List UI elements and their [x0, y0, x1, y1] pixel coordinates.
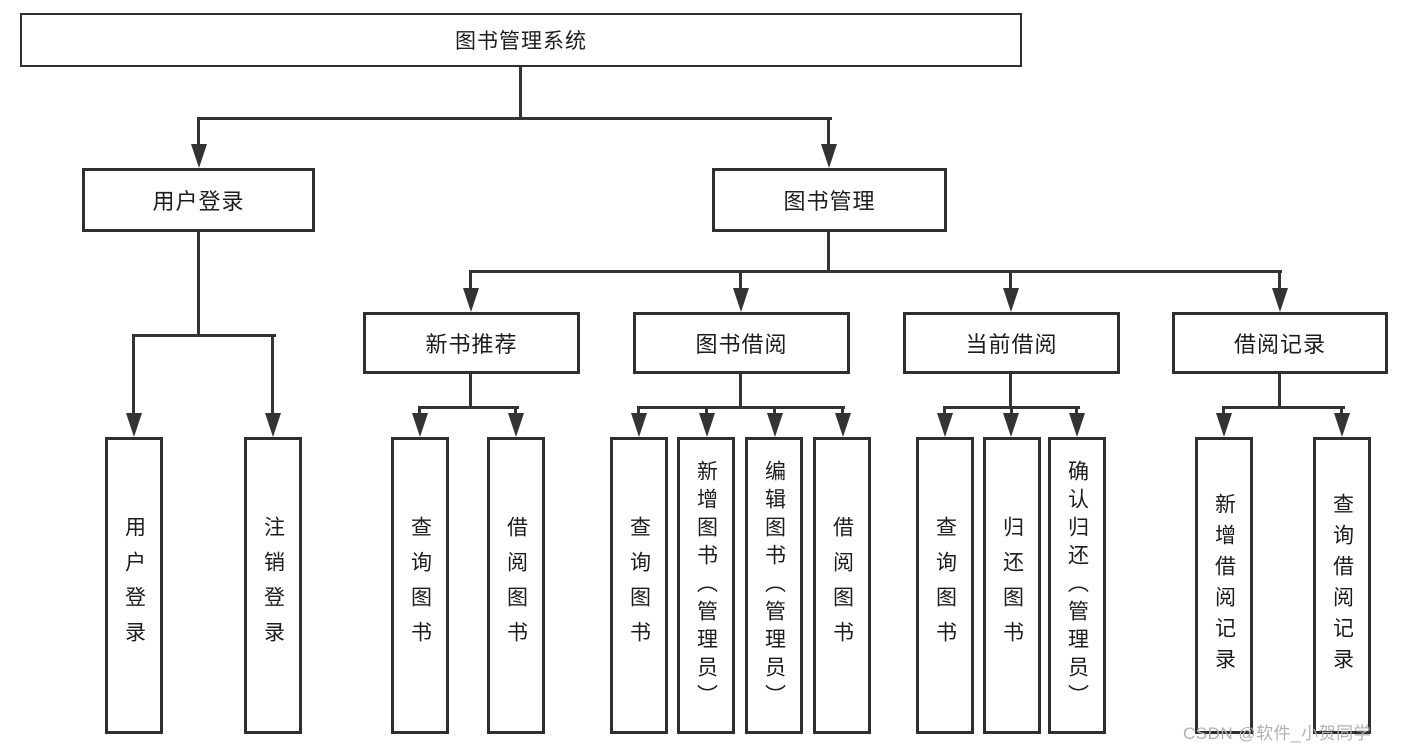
connector-line — [519, 66, 522, 118]
leaf-confirm-return-admin: 确认归还（管理员） — [1048, 437, 1106, 734]
arrowhead-icon — [733, 288, 749, 312]
connector-line — [197, 117, 832, 120]
leaf-label: 归还图书 — [1000, 515, 1024, 656]
leaf-label: 新增图书（管理员） — [694, 459, 718, 712]
arrowhead-icon — [1334, 413, 1350, 437]
node-new-book-recommendation: 新书推荐 — [363, 312, 580, 374]
arrowhead-icon — [1216, 413, 1232, 437]
arrowhead-icon — [412, 413, 428, 437]
arrowhead-icon — [463, 288, 479, 312]
connector-line — [1009, 270, 1012, 295]
arrowhead-icon — [126, 413, 142, 437]
leaf-label: 注销登录 — [261, 515, 285, 656]
node-label: 借阅记录 — [1233, 332, 1326, 357]
arrowhead-icon — [937, 413, 953, 437]
leaf-borrow-books-1: 借阅图书 — [487, 437, 545, 734]
leaf-label: 用户登录 — [122, 515, 146, 656]
arrowhead-icon — [1003, 413, 1019, 437]
arrowhead-icon — [1069, 413, 1085, 437]
connector-line — [418, 406, 519, 409]
leaf-query-books-3: 查询图书 — [916, 437, 974, 734]
node-book-management: 图书管理 — [712, 168, 947, 232]
arrowhead-icon — [767, 413, 783, 437]
node-library-management-system: 图书管理系统 — [20, 13, 1022, 67]
connector-line — [1009, 374, 1012, 408]
leaf-logout: 注销登录 — [244, 437, 302, 734]
node-label: 图书管理系统 — [455, 30, 587, 53]
leaf-label: 确认归还（管理员） — [1065, 459, 1089, 712]
leaf-label: 查询图书 — [933, 515, 957, 656]
leaf-add-borrow-record: 新增借阅记录 — [1195, 437, 1253, 734]
connector-line — [132, 334, 135, 419]
connector-line — [469, 374, 472, 408]
leaf-add-books-admin: 新增图书（管理员） — [677, 437, 735, 734]
connector-line — [637, 406, 845, 409]
node-book-borrowing: 图书借阅 — [633, 312, 850, 374]
csdn-watermark: CSDN @软件_小贺同学 — [1183, 724, 1372, 743]
arrowhead-icon — [1003, 288, 1019, 312]
leaf-label: 查询借阅记录 — [1330, 492, 1354, 679]
connector-line — [827, 232, 830, 272]
leaf-label: 新增借阅记录 — [1212, 492, 1236, 679]
connector-line — [469, 270, 1282, 273]
node-current-borrowing: 当前借阅 — [903, 312, 1120, 374]
connector-line — [197, 232, 200, 335]
leaf-return-books: 归还图书 — [983, 437, 1041, 734]
leaf-query-borrow-record: 查询借阅记录 — [1313, 437, 1371, 734]
node-label: 图书管理 — [783, 189, 876, 214]
arrowhead-icon — [631, 413, 647, 437]
arrowhead-icon — [821, 144, 837, 168]
connector-line — [469, 270, 472, 295]
connector-line — [827, 117, 830, 157]
leaf-label: 借阅图书 — [504, 515, 528, 656]
connector-line — [1278, 270, 1281, 295]
leaf-edit-books-admin: 编辑图书（管理员） — [745, 437, 803, 734]
leaf-user-login: 用户登录 — [105, 437, 163, 734]
connector-line — [1278, 374, 1281, 408]
connector-line — [197, 117, 200, 157]
arrowhead-icon — [508, 413, 524, 437]
connector-line — [739, 374, 742, 408]
connector-line — [271, 334, 274, 419]
connector-line — [132, 334, 276, 337]
leaf-label: 查询图书 — [408, 515, 432, 656]
leaf-query-books-2: 查询图书 — [610, 437, 668, 734]
node-label: 图书借阅 — [695, 332, 788, 357]
connector-line — [1222, 406, 1345, 409]
leaf-borrow-books-2: 借阅图书 — [813, 437, 871, 734]
arrowhead-icon — [191, 144, 207, 168]
arrowhead-icon — [1272, 288, 1288, 312]
node-user-login: 用户登录 — [82, 168, 315, 232]
node-label: 新书推荐 — [425, 332, 518, 357]
leaf-label: 借阅图书 — [830, 515, 854, 656]
leaf-label: 编辑图书（管理员） — [762, 459, 786, 712]
arrowhead-icon — [265, 413, 281, 437]
node-label: 用户登录 — [152, 189, 245, 214]
node-label: 当前借阅 — [965, 332, 1058, 357]
arrowhead-icon — [835, 413, 851, 437]
connector-line — [739, 270, 742, 295]
leaf-query-books-1: 查询图书 — [391, 437, 449, 734]
arrowhead-icon — [699, 413, 715, 437]
leaf-label: 查询图书 — [627, 515, 651, 656]
node-borrowing-records: 借阅记录 — [1172, 312, 1388, 374]
